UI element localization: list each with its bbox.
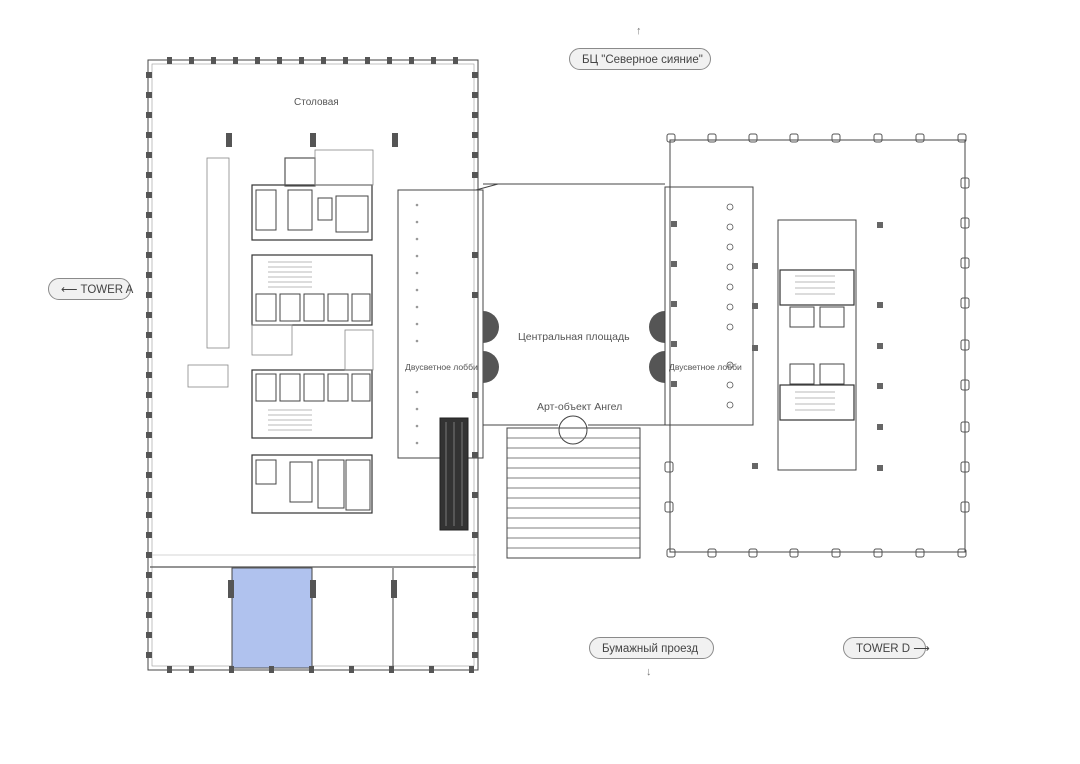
tower-a-stairs [268,261,312,431]
tower-a-label: TOWER A [80,284,134,296]
tower-a-elevators [255,189,371,511]
art-object-label: Арт-объект Ангел [537,401,623,413]
central-square [475,183,665,426]
lobby-right-label: Двусветное лобби [669,362,742,372]
tower-d-inner-columns [671,221,883,471]
south-street-button[interactable]: Бумажный проезд [589,637,714,659]
north-neighbor-button[interactable]: БЦ "Северное сияние" [569,48,711,70]
north-arrow-icon: ↑ [636,25,642,37]
tower-d-label: TOWER D [856,643,911,655]
tower-a-button[interactable]: ⟵ TOWER A [48,278,134,300]
tower-d-elevators [789,306,845,385]
tower-d-button[interactable]: TOWER D ⟶ [843,637,930,659]
east-arrow-icon: ⟶ [913,643,930,655]
central-square-half-circles [483,311,665,383]
tower-d-stairs [795,275,835,411]
tower-d-perimeter-columns [664,133,970,558]
canteen-label: Столовая [294,97,339,108]
tower-d-lobby-circles [726,203,734,409]
south-arrow-icon: ↓ [646,666,652,678]
west-arrow-icon: ⟵ [61,284,78,296]
tower-d-building [664,139,966,553]
escalator-lines [445,422,463,526]
left-lobby-columns [415,203,419,445]
exterior-stair-treads [507,437,640,549]
selected-office-unit[interactable] [231,567,313,669]
central-square-label: Центральная площадь [518,331,630,343]
exterior-stairs [506,427,641,559]
art-object-angel-marker[interactable] [558,415,588,445]
tower-a-core [187,149,374,514]
tower-a-perimeter-columns [146,57,478,673]
lobby-left-label: Двусветное лобби [405,362,478,372]
left-lobby [397,189,484,531]
